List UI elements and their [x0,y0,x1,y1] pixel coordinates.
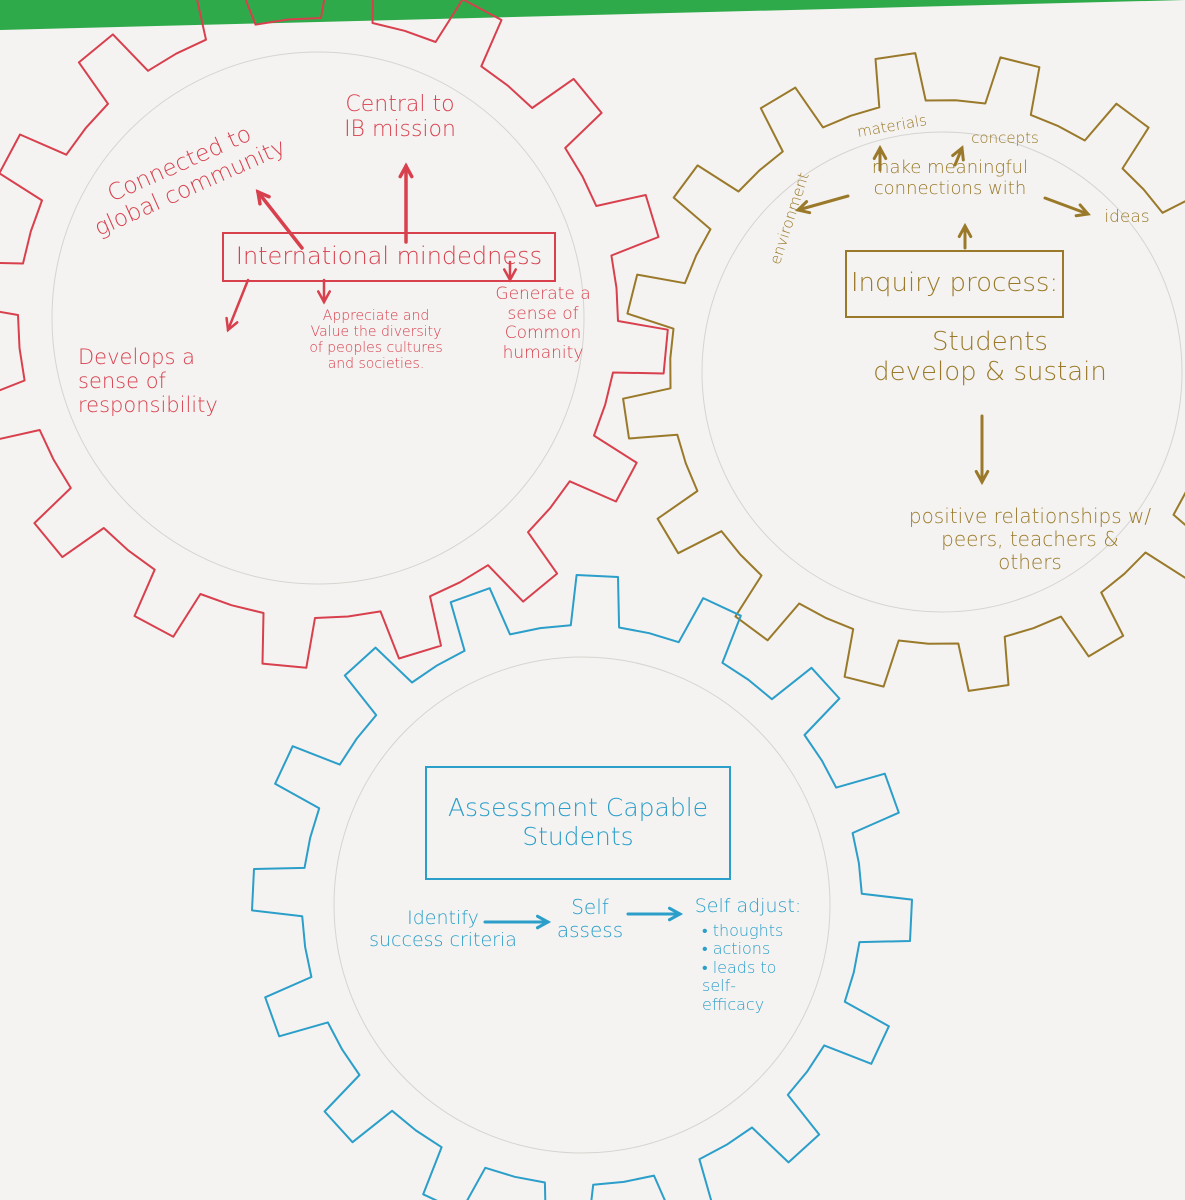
arrow-inquiry-to-connections [957,222,973,250]
international-mindedness-title: International mindedness [235,242,543,271]
arrow-to-responsibility [225,278,250,333]
positive-relationships-label: positive relationships w/ peers, teacher… [908,504,1152,574]
self-adjust-items: • thoughts • actions • leads to self- ef… [702,921,784,1014]
arrow-to-global-community [255,189,304,250]
inquiry-process-title: Inquiry process: [850,268,1059,299]
blue-gear-inner-circle [333,656,831,1154]
arrow-to-environment [794,194,850,215]
international-mindedness-box: International mindedness [222,232,556,282]
students-develop-sustain-label: Students develop & sustain [873,327,1107,387]
assessment-capable-box: Assessment Capable Students [425,766,731,880]
arrow-to-ideas [1043,196,1091,218]
assessment-capable-title: Assessment Capable Students [447,793,709,851]
arrow-to-concepts [951,145,965,167]
develops-responsibility-label: Develops a sense of responsibility [78,345,218,418]
appreciate-diversity-label: Appreciate and Value the diversity of pe… [309,308,443,373]
inquiry-process-box: Inquiry process: [845,250,1064,318]
arrow-to-diversity [316,278,332,305]
central-ib-mission-label: Central to IB mission [344,92,456,143]
arrow-to-ib-mission [398,162,414,244]
common-humanity-label: Generate a sense of Common humanity [495,284,591,363]
blue-gear-outline [251,574,913,1200]
red-gear-outline [0,0,669,669]
gold-gear-inner-circle [701,131,1183,613]
gold-gear-outline [622,52,1185,692]
arrow-to-materials [872,144,888,172]
arrow-to-relationships [974,414,990,486]
self-adjust-heading: Self adjust: [694,895,802,917]
concepts-label: concepts [971,129,1039,147]
arrow-assess-to-adjust [626,906,684,922]
self-assess-label: Self assess [556,895,624,942]
red-gear-inner-circle [51,51,585,585]
ideas-label: ideas [1104,207,1150,227]
identify-success-criteria-label: Identify success criteria [369,907,517,951]
meaningful-connections-label: make meaningful connections with [871,157,1029,199]
arrow-identify-to-assess [483,914,552,930]
